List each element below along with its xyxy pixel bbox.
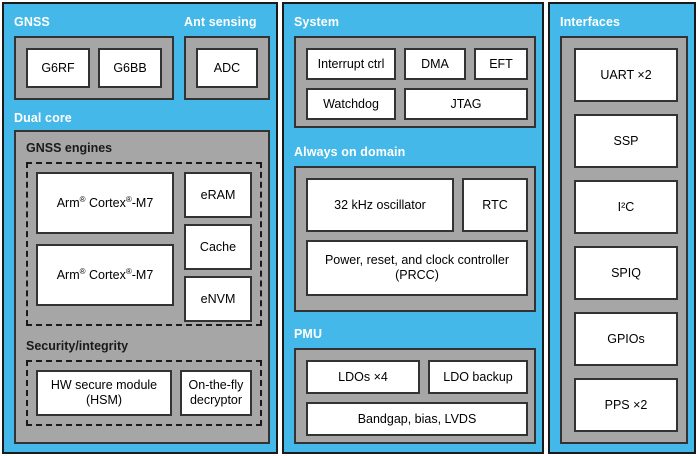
- block-uart: UART ×2: [574, 48, 678, 102]
- core-label-1: Arm® Cortex®-M7: [56, 194, 154, 210]
- block-bandgap-bias-lvds: Bandgap, bias, LVDS: [306, 402, 528, 436]
- panel-ant-sensing: ADC: [184, 36, 270, 100]
- block-gpios: GPIOs: [574, 312, 678, 366]
- prcc-label: Power, reset, and clock controller(PRCC): [324, 253, 510, 282]
- block-dma: DMA: [404, 48, 466, 80]
- block-spiq: SPIQ: [574, 246, 678, 300]
- block-ldos: LDOs ×4: [306, 360, 420, 394]
- registered-mark-icon: ®: [125, 194, 132, 204]
- block-ssp: SSP: [574, 114, 678, 168]
- block-cortex-m7-2: Arm® Cortex®-M7: [36, 244, 174, 306]
- registered-mark-icon: ®: [79, 266, 86, 276]
- panel-interfaces: UART ×2 SSP I²C SPIQ GPIOs PPS ×2: [560, 36, 688, 444]
- panel-pmu: LDOs ×4 LDO backup Bandgap, bias, LVDS: [294, 348, 536, 444]
- block-i2c: I²C: [574, 180, 678, 234]
- block-watchdog: Watchdog: [306, 88, 396, 120]
- core-label-2: Arm® Cortex®-M7: [56, 266, 154, 282]
- block-32khz-oscillator: 32 kHz oscillator: [306, 178, 454, 232]
- dashed-region-gnss-engines: [26, 162, 262, 326]
- block-cortex-m7-1: Arm® Cortex®-M7: [36, 172, 174, 234]
- block-hw-secure-module: HW secure module(HSM): [36, 370, 172, 416]
- block-interrupt-ctrl: Interrupt ctrl: [306, 48, 396, 80]
- group-label-interfaces: Interfaces: [560, 15, 621, 29]
- dashed-region-security: [26, 360, 262, 426]
- block-eram: eRAM: [184, 172, 252, 218]
- group-label-always-on-domain: Always on domain: [294, 145, 406, 159]
- panel-dual-core: GNSS engines Arm® Cortex®-M7 Arm® Cortex…: [14, 130, 270, 444]
- hsm-label: HW secure module(HSM): [50, 378, 158, 407]
- sublabel-gnss-engines: GNSS engines: [26, 141, 113, 155]
- block-cache: Cache: [184, 224, 252, 270]
- block-adc: ADC: [196, 48, 258, 88]
- panel-system: Interrupt ctrl DMA EFT Watchdog JTAG: [294, 36, 536, 128]
- block-g6rf: G6RF: [26, 48, 90, 88]
- registered-mark-icon: ®: [79, 194, 86, 204]
- group-label-pmu: PMU: [294, 327, 323, 341]
- column-left: GNSS G6RF G6BB Ant sensing ADC Dual core…: [2, 2, 278, 454]
- block-pps: PPS ×2: [574, 378, 678, 432]
- registered-mark-icon: ®: [125, 266, 132, 276]
- block-rtc: RTC: [462, 178, 528, 232]
- block-jtag: JTAG: [404, 88, 528, 120]
- block-envm: eNVM: [184, 276, 252, 322]
- group-label-dual-core: Dual core: [14, 111, 72, 125]
- column-middle: System Interrupt ctrl DMA EFT Watchdog J…: [282, 2, 544, 454]
- group-label-gnss: GNSS: [14, 15, 50, 29]
- block-eft: EFT: [474, 48, 528, 80]
- block-prcc: Power, reset, and clock controller(PRCC): [306, 240, 528, 296]
- block-ldo-backup: LDO backup: [428, 360, 528, 394]
- block-g6bb: G6BB: [98, 48, 162, 88]
- group-label-ant-sensing: Ant sensing: [184, 15, 257, 29]
- sublabel-security-integrity: Security/integrity: [26, 339, 129, 353]
- column-right: Interfaces UART ×2 SSP I²C SPIQ GPIOs PP…: [548, 2, 696, 454]
- panel-gnss: G6RF G6BB: [14, 36, 174, 100]
- panel-always-on-domain: 32 kHz oscillator RTC Power, reset, and …: [294, 166, 536, 312]
- group-label-system: System: [294, 15, 340, 29]
